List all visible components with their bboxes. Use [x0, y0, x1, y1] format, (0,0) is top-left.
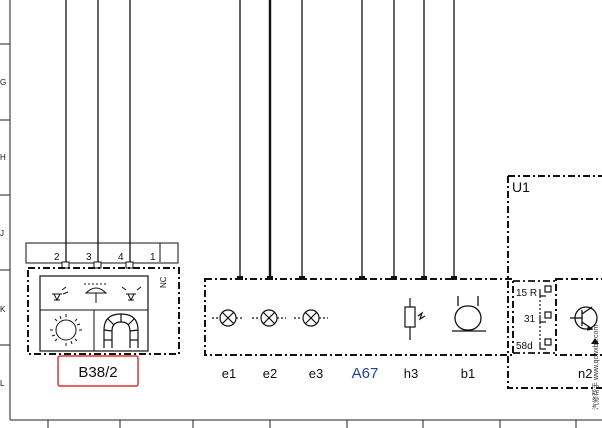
sensor-b38-2: 2 3 4 1 NC: [25, 0, 180, 387]
sun-icon: [50, 314, 82, 346]
label-e1: e1: [222, 366, 236, 381]
transistor-icon: [570, 306, 598, 331]
pin-label-4: 4: [118, 252, 124, 263]
b38-2-label-box: [57, 355, 139, 387]
pin-label-2: 2: [54, 252, 60, 263]
label-b1: b1: [461, 366, 475, 381]
u1-partial-label: n2: [578, 366, 592, 381]
rain-sensor-icon: [84, 283, 108, 303]
u1-label: U1: [512, 179, 530, 195]
light-sensor-icon: [52, 286, 69, 302]
row-letter-h: H: [0, 153, 6, 162]
nc-label: NC: [159, 276, 168, 288]
watermark: 汽修帮手 www.qcwxbs.com: [591, 325, 600, 410]
module-a67-label: A67: [352, 365, 379, 382]
lamp-e2-icon: [252, 309, 286, 327]
row-letter-k: K: [0, 305, 6, 314]
u1-pin-58d: 58d: [516, 341, 533, 352]
label-h3: h3: [404, 366, 418, 381]
module-a67: e1 e2 e3 A67 h3 b1: [204, 0, 514, 382]
label-e3: e3: [309, 366, 323, 381]
b38-2-label: B38/2: [78, 364, 117, 381]
tunnel-icon: [103, 313, 139, 348]
row-letter-g: G: [0, 78, 6, 87]
pin-label-1: 1: [150, 252, 156, 263]
light-sensor-icon-2: [121, 286, 142, 302]
unit-u1: U1 15 R 31 58d n2 汽修帮手 www.: [507, 175, 602, 410]
buzzer-b1-icon: [452, 296, 486, 332]
lamp-e3-icon: [294, 309, 328, 327]
row-letter-j: J: [0, 229, 4, 238]
row-letter-l: L: [0, 379, 5, 388]
pin-label-3: 3: [86, 252, 92, 263]
lamp-e1-icon: [212, 309, 244, 327]
u1-pin-15r: 15 R: [516, 288, 537, 299]
u1-pin-31: 31: [524, 314, 536, 325]
label-e2: e2: [263, 366, 277, 381]
watermark-triangle-icon: [591, 338, 599, 344]
resistor-h3-icon: [404, 298, 426, 340]
